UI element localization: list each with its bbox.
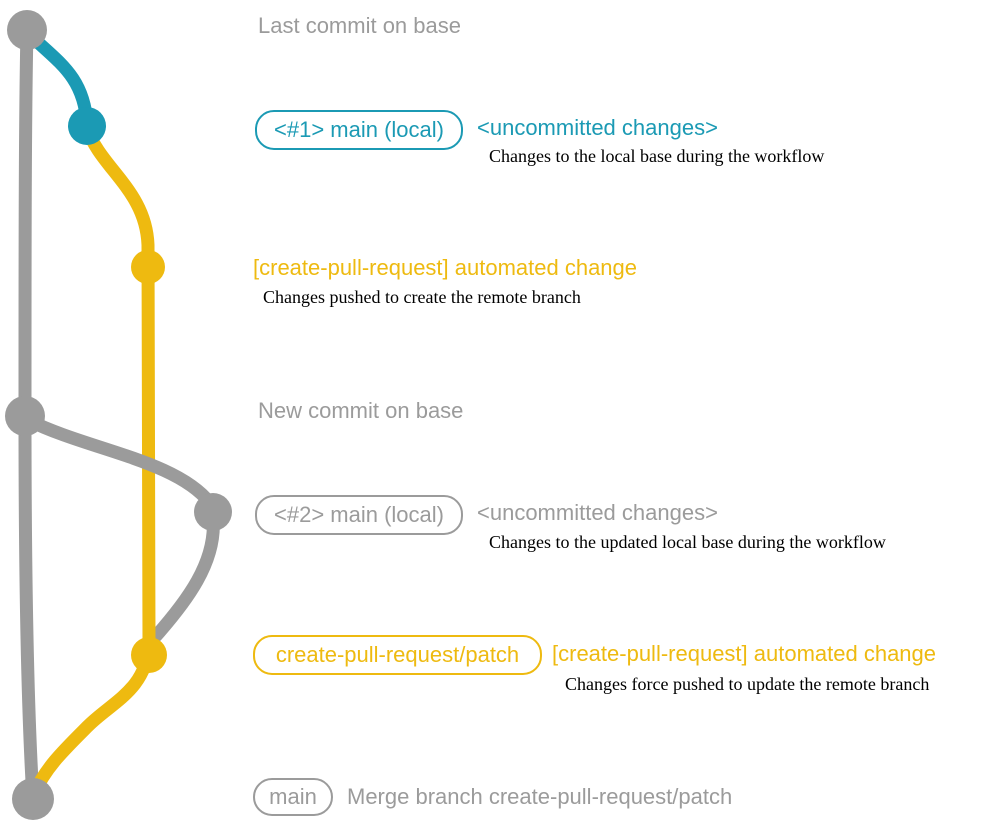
commit-dot-main1 — [68, 107, 106, 145]
commit-dot-last-base — [7, 10, 47, 50]
commit-dot-main2 — [194, 493, 232, 531]
branch-pill-create-pull-request-patch: create-pull-request/patch — [253, 635, 542, 675]
note-force-pushed-update-remote-branch: Changes force pushed to update the remot… — [565, 674, 930, 694]
commit-message-uncommitted-2: <uncommitted changes> — [477, 500, 718, 525]
commit-message-automated-change-1: [create-pull-request] automated change — [253, 255, 638, 280]
commit-dot-new-base — [5, 396, 45, 436]
note-local-base-changes-1: Changes to the local base during the wor… — [489, 146, 825, 166]
commit-message-uncommitted-1: <uncommitted changes> — [477, 115, 718, 140]
commit-dot-automated-change-2 — [131, 637, 167, 673]
note-pushed-create-remote-branch: Changes pushed to create the remote bran… — [263, 287, 581, 307]
commit-dot-automated-change-1 — [131, 250, 165, 284]
base-to-main2-edge — [21, 413, 217, 510]
label-new-commit-on-base: New commit on base — [258, 398, 464, 423]
branch-pill-main-local-2: <#2> main (local) — [255, 495, 463, 535]
commit-message-automated-change-2: [create-pull-request] automated change — [552, 641, 937, 666]
branch-pill-main: main — [253, 778, 333, 816]
label-last-commit-on-base: Last commit on base — [258, 13, 461, 38]
patch-branch-line — [27, 121, 156, 801]
note-updated-local-base-changes: Changes to the updated local base during… — [489, 532, 886, 552]
commit-dot-merge — [12, 778, 54, 820]
branch-pill-main-local-1: <#1> main (local) — [255, 110, 463, 150]
main2-to-patch-edge — [149, 511, 220, 643]
commit-message-merge-branch: Merge branch create-pull-request/patch — [347, 784, 733, 809]
